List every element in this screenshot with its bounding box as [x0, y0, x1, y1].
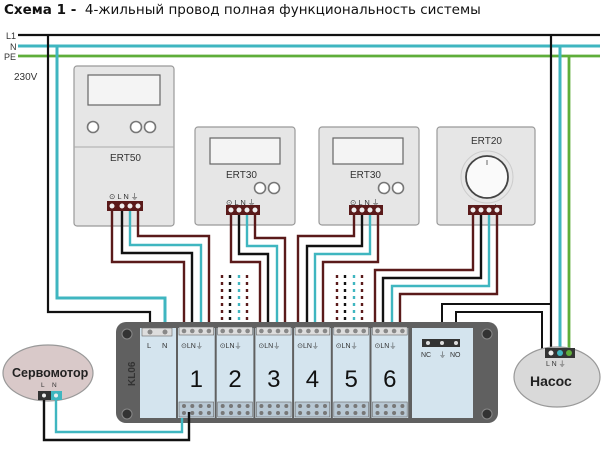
- diagram-title: Схема 1 - 4-жильный провод полная функци…: [4, 2, 481, 18]
- zone-number: 4: [306, 366, 319, 393]
- module-feed-wires: [46, 35, 167, 325]
- relay-earth: ⏚: [439, 351, 446, 359]
- zone-section-3: ⊙LN⏚ 3: [255, 326, 293, 418]
- zone-section-5: ⊙LN⏚ 5: [332, 326, 370, 418]
- power-terminal-n: N: [162, 341, 167, 350]
- button-icon: [267, 181, 281, 195]
- pump-terminals: L N ⏚: [546, 360, 566, 368]
- module-name: KL06: [127, 361, 138, 386]
- zone-terminal-block: [372, 326, 408, 336]
- thermostat-ert30-2[interactable]: ERT30 ⊙ L N ⏚: [318, 126, 420, 226]
- thermostat-terminal-blocks: [107, 201, 502, 215]
- zone-output-terminals: [256, 401, 292, 418]
- device-name: ERT20: [471, 136, 502, 147]
- screw-icon: [481, 328, 493, 340]
- zone-section-2: ⊙LN⏚ 2: [216, 326, 254, 418]
- zone-number: 5: [344, 366, 357, 393]
- relay-nc: NC: [421, 352, 431, 359]
- zone-output-terminals: [178, 401, 215, 418]
- zone-terminal-block: [294, 326, 331, 336]
- kl06-module[interactable]: KL06 L N NC ⏚ NO ⊙LN⏚1⊙LN⏚2⊙LN⏚3⊙LN⏚4⊙LN…: [116, 322, 498, 423]
- zone-output-terminals: [372, 401, 408, 418]
- servomotor-name: Сервомотор: [12, 366, 89, 380]
- zone-terminal-label: ⊙LN⏚: [258, 342, 280, 350]
- screw-icon: [121, 328, 133, 340]
- pump-feed-wires: [549, 35, 571, 350]
- button-icon: [129, 120, 143, 134]
- zone-terminal-label: ⊙LN⏚: [220, 342, 242, 350]
- zone-terminal-block: [178, 326, 215, 336]
- terminal-labels: ⊙ L N ⏚: [109, 192, 138, 201]
- zone-terminal-label: ⊙LN⏚: [336, 342, 358, 350]
- power-terminal-l: L: [147, 341, 151, 350]
- servomotor-wires: [42, 400, 191, 442]
- servo-terminal-n: N: [52, 382, 57, 389]
- dial-ring: [460, 150, 514, 204]
- pump-name: Насос: [530, 373, 572, 389]
- zone-terminal-block: [256, 326, 292, 336]
- servomotor[interactable]: Сервомотор L N: [2, 344, 94, 402]
- display-screen: [209, 137, 281, 165]
- zone-terminal-block: [217, 326, 253, 336]
- zone-terminal-label: ⊙LN⏚: [181, 342, 203, 350]
- optional-zone-5-wires: [335, 275, 364, 325]
- thermostat-ert30-1[interactable]: ERT30 ⊙ L N ⏚: [194, 126, 296, 226]
- device-name: ERT30: [226, 170, 257, 181]
- title-prefix: Схема 1 -: [4, 2, 77, 18]
- button-icon: [143, 120, 157, 134]
- zone-number: 1: [190, 366, 203, 393]
- title-text: 4-жильный провод полная функциональность…: [84, 2, 481, 18]
- l1-label: L1: [6, 31, 16, 41]
- terminal-labels: ⊙ L N ⏚: [226, 198, 255, 207]
- servo-terminal-l: L: [41, 382, 45, 389]
- thermostat-wiring: [110, 208, 499, 325]
- power-section: [140, 328, 176, 418]
- relay-no: NO: [450, 352, 461, 359]
- zone-number: 6: [383, 366, 396, 393]
- display-screen: [332, 137, 404, 165]
- terminal-labels: ⊙ L N ⏚: [350, 198, 379, 207]
- dial-knob-icon[interactable]: [465, 155, 509, 199]
- pe-label: PE: [4, 52, 16, 62]
- button-icon: [391, 181, 405, 195]
- zone-section-6: ⊙LN⏚ 6: [371, 326, 409, 418]
- pump[interactable]: L N ⏚ Насос: [513, 346, 601, 408]
- zone-section-1: ⊙LN⏚ 1: [178, 326, 215, 418]
- zone-number: 2: [228, 366, 241, 393]
- zone-sections: ⊙LN⏚ 1 ⊙LN⏚ 2 ⊙LN⏚ 3 ⊙LN⏚ 4 ⊙LN⏚ 5 ⊙LN⏚ 6: [178, 326, 409, 418]
- button-icon: [253, 181, 267, 195]
- device-name: ERT30: [350, 170, 381, 181]
- display-screen: [87, 74, 161, 106]
- thermostat-ert20[interactable]: ERT20 ⊙ L N ⏚: [436, 126, 536, 226]
- screw-icon: [121, 408, 133, 420]
- zone-output-terminals: [217, 401, 253, 418]
- zone-terminal-label: ⊙LN⏚: [297, 342, 319, 350]
- screw-icon: [481, 408, 493, 420]
- zone-terminal-block: [333, 326, 369, 336]
- zone-section-4: ⊙LN⏚ 4: [294, 326, 331, 418]
- optional-zone-2-wires: [220, 275, 249, 325]
- supply-bus: L1 N PE 230V: [4, 31, 600, 83]
- zone-terminal-label: ⊙LN⏚: [375, 342, 397, 350]
- zone-output-terminals: [333, 401, 369, 418]
- zone-output-terminals: [294, 401, 331, 418]
- button-icon: [86, 120, 100, 134]
- button-icon: [377, 181, 391, 195]
- thermostat-ert50[interactable]: ERT50 ⊙ L N ⏚: [73, 65, 175, 227]
- voltage-label: 230V: [14, 72, 38, 83]
- device-name: ERT50: [110, 153, 141, 164]
- n-label: N: [10, 42, 17, 52]
- zone-number: 3: [267, 366, 280, 393]
